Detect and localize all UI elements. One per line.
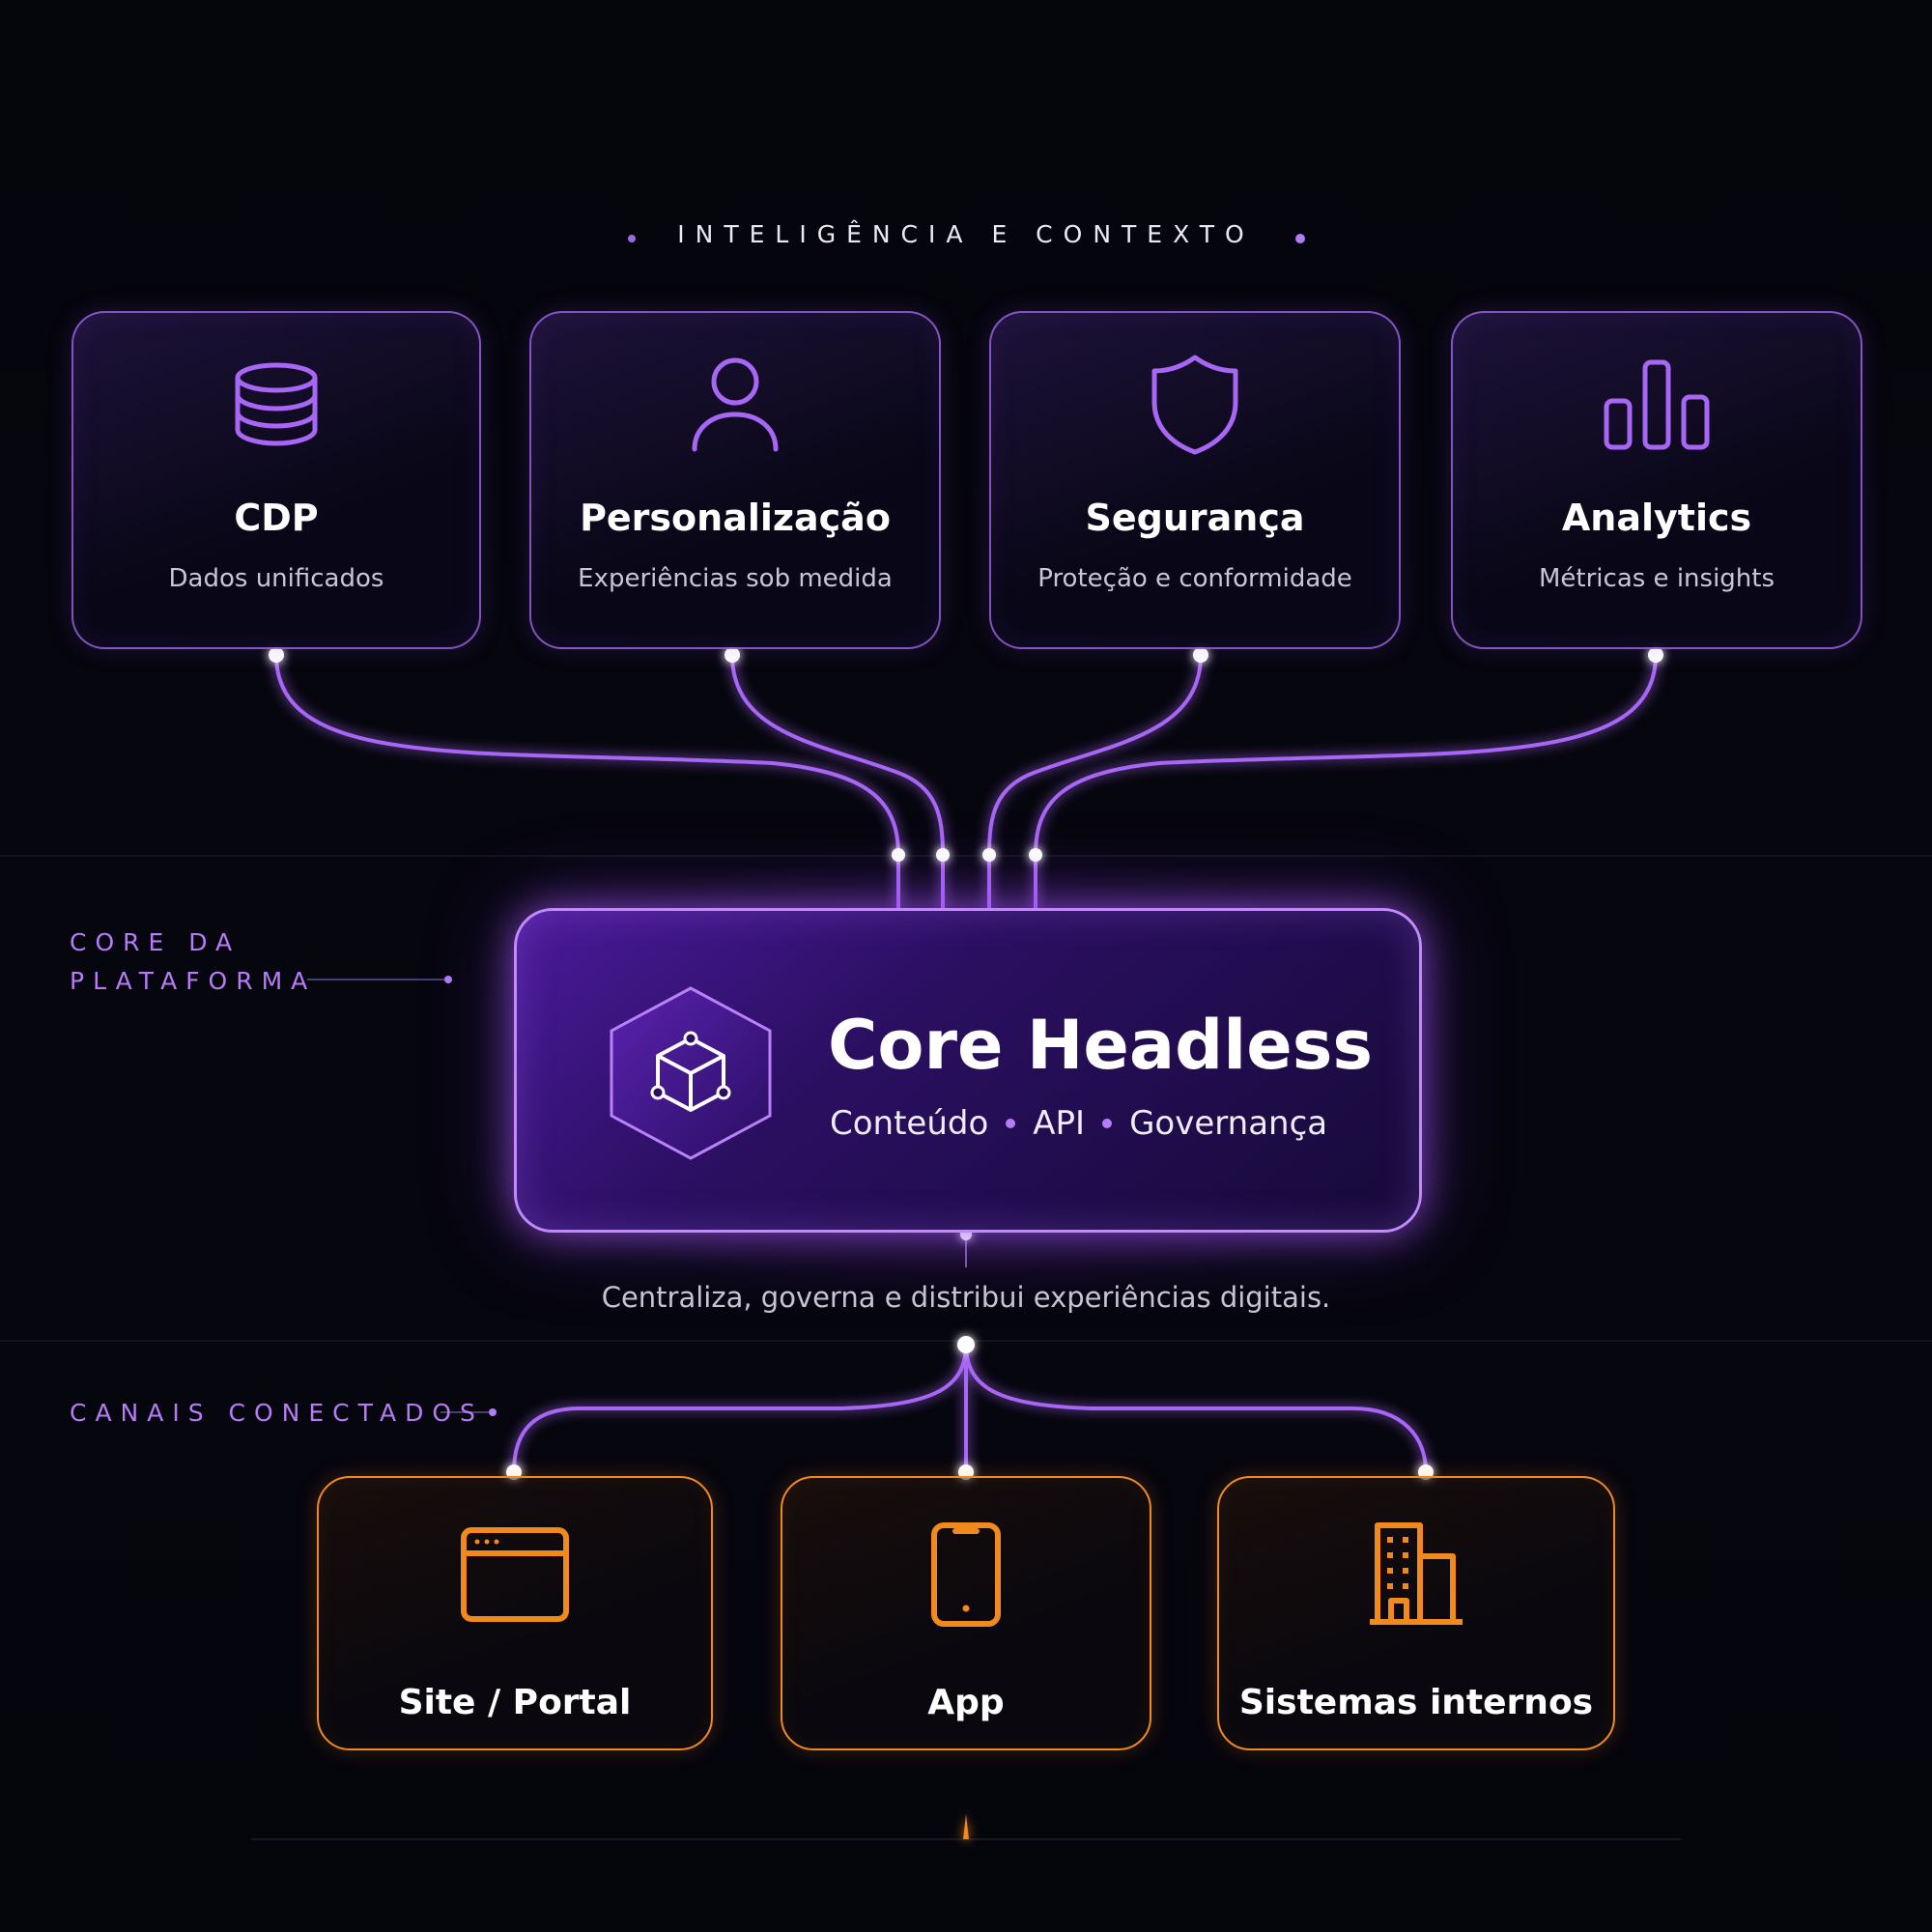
channel-app[interactable]: App <box>781 1476 1151 1750</box>
card-title: Segurança <box>1085 497 1305 539</box>
card-title: Analytics <box>1561 497 1752 539</box>
card-title: CDP <box>234 497 319 539</box>
card-subtitle: Experiências sob medida <box>578 564 893 593</box>
connector-cdp <box>274 653 900 910</box>
channel-title: Sistemas internos <box>1238 1683 1594 1722</box>
port-dot-cdp <box>269 647 284 663</box>
channels-label-dot <box>489 1408 497 1416</box>
card-subtitle: Dados unificados <box>168 564 384 593</box>
user-icon <box>531 352 939 458</box>
card-title: Personalização <box>580 497 891 539</box>
section-label-core-line2: PLATAFORMA <box>70 967 317 995</box>
core-input-dot <box>936 848 950 862</box>
port-dot-seguranca <box>1193 647 1208 663</box>
card-subtitle: Proteção e conformidade <box>1037 564 1352 593</box>
core-input-dot <box>892 848 905 862</box>
core-input-dot <box>1029 848 1042 862</box>
card-analytics[interactable]: Analytics Métricas e insights <box>1451 311 1862 649</box>
connector-sistemas <box>964 1343 1428 1474</box>
section-label-core-line1: CORE DA <box>70 928 242 956</box>
bottom-marker <box>963 1814 969 1839</box>
distribution-hub-dot <box>957 1336 975 1353</box>
card-seguranca[interactable]: Segurança Proteção e conformidade <box>989 311 1401 649</box>
core-headless-box[interactable]: Core Headless Conteúdo API Governança <box>514 908 1422 1233</box>
connector-personalizacao <box>730 653 945 910</box>
card-cdp[interactable]: CDP Dados unificados <box>71 311 481 649</box>
shield-icon <box>991 352 1399 458</box>
section-label-intelligence: INTELIGÊNCIA E CONTEXTO <box>677 220 1255 248</box>
channel-title: App <box>927 1683 1005 1722</box>
building-icon <box>1219 1517 1613 1633</box>
connector-site <box>512 1343 968 1474</box>
core-tag: Conteúdo <box>830 1104 989 1143</box>
smartphone-icon <box>782 1517 1150 1633</box>
core-label-dot <box>444 976 452 983</box>
bullet-dot <box>1006 1119 1016 1128</box>
cube-icon <box>610 986 772 1160</box>
header-dot-right <box>1295 234 1305 243</box>
connector-analytics <box>1034 653 1658 910</box>
section-label-core: CORE DA PLATAFORMA <box>70 923 316 1001</box>
browser-window-icon <box>319 1517 711 1633</box>
database-icon <box>73 352 479 458</box>
core-input-dot <box>982 848 996 862</box>
card-subtitle: Métricas e insights <box>1538 564 1776 593</box>
bullet-dot <box>1102 1119 1113 1128</box>
core-tag: API <box>1033 1104 1086 1143</box>
channel-site-portal[interactable]: Site / Portal <box>317 1476 713 1750</box>
core-tag: Governança <box>1129 1104 1328 1143</box>
section-label-channels: CANAIS CONECTADOS <box>70 1399 484 1427</box>
core-tags: Conteúdo API Governança <box>830 1104 1327 1143</box>
bar-chart-icon <box>1453 352 1861 458</box>
core-title: Core Headless <box>828 1006 1374 1085</box>
core-tagline: Centraliza, governa e distribui experiên… <box>601 1281 1331 1314</box>
connector-seguranca <box>987 653 1203 910</box>
header-dot-left <box>628 235 636 242</box>
port-dot-personalizacao <box>724 647 740 663</box>
channel-sistemas-internos[interactable]: Sistemas internos <box>1217 1476 1615 1750</box>
channel-title: Site / Portal <box>398 1683 632 1722</box>
card-personalizacao[interactable]: Personalização Experiências sob medida <box>529 311 941 649</box>
port-dot-analytics <box>1648 647 1663 663</box>
